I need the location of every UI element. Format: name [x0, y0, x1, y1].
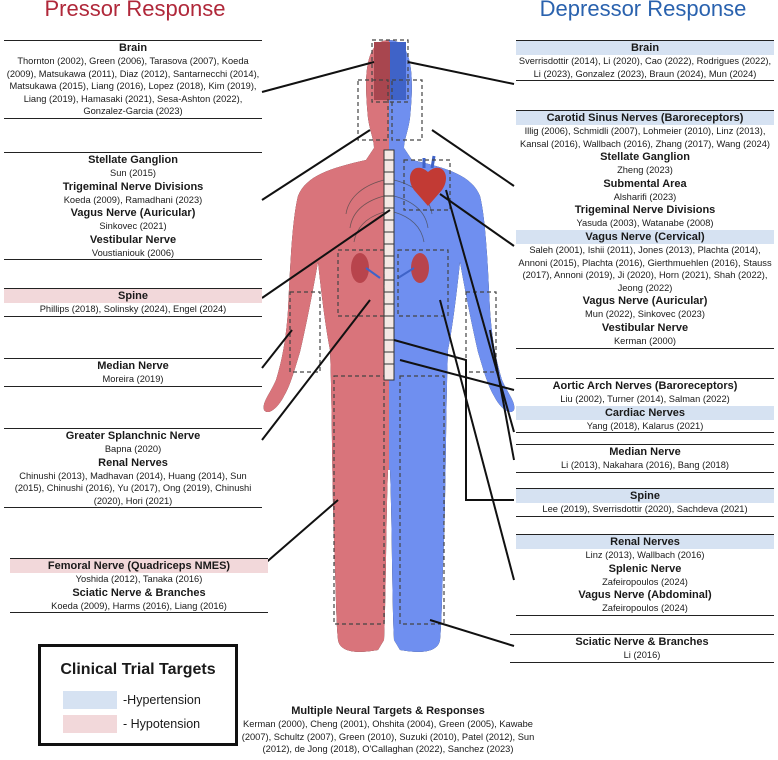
box-citations: Yang (2018), Kalarus (2021) [586, 420, 704, 431]
brain-left [374, 42, 390, 100]
box-title: Trigeminal Nerve Divisions [62, 180, 204, 193]
legend-label-hypertension: -Hypertension [123, 693, 201, 707]
box-citations: Li (2013), Nakahara (2016), Bang (2018) [561, 460, 729, 470]
box-citations: Moreira (2019) [102, 374, 164, 384]
box-spine-pressor: Spine Phillips (2018), Solinsky (2024), … [4, 288, 262, 317]
box-title: Femoral Nerve (Quadriceps NMES) [10, 559, 268, 573]
box-median-pressor: Median Nerve Moreira (2019) [4, 358, 262, 387]
box-citations: Illig (2006), Schmidli (2007), Lohmeier … [520, 126, 770, 149]
box-title: Vestibular Nerve [601, 321, 689, 334]
box-citations: Linz (2013), Wallbach (2016) [585, 550, 705, 560]
box-citations: Thornton (2002), Green (2006), Tarasova … [6, 56, 260, 117]
box-citations: Yasuda (2003), Watanabe (2008) [576, 218, 714, 229]
box-title: Sciatic Nerve & Branches [575, 636, 709, 648]
box-title: Cardiac Nerves [516, 405, 774, 420]
box-citations: Sverrisdottir (2014), Li (2020), Cao (20… [518, 56, 772, 79]
box-carotid-vestibular-depressor: Carotid Sinus Nerves (Baroreceptors) Ill… [516, 110, 774, 349]
box-title: Vagus Nerve (Cervical) [516, 229, 774, 244]
box-femoral-sciatic-pressor: Femoral Nerve (Quadriceps NMES) Yoshida … [10, 558, 268, 614]
box-title: Median Nerve [97, 360, 169, 372]
box-citations: Zheng (2023) [617, 165, 673, 176]
box-citations: Koeda (2009), Ramadhani (2023) [63, 194, 203, 205]
box-median-depressor: Median Nerve Li (2013), Nakahara (2016),… [516, 444, 774, 473]
box-stellate-trigeminal-pressor: Stellate Ganglion Sun (2015) Trigeminal … [4, 152, 262, 261]
legend: Clinical Trial Targets -Hypertension - H… [38, 644, 238, 746]
connector-lines [261, 61, 515, 647]
box-title: Vagus Nerve (Auricular) [70, 207, 196, 220]
kidney-right-icon [397, 253, 429, 283]
box-title: Trigeminal Nerve Divisions [574, 204, 716, 217]
box-aortic-cardiac-depressor: Aortic Arch Nerves (Baroreceptors) Liu (… [516, 378, 774, 434]
box-sciatic-depressor: Sciatic Nerve & Branches Li (2016) [510, 634, 774, 663]
box-citations: Bapna (2020) [104, 444, 162, 454]
box-title: Aortic Arch Nerves (Baroreceptors) [552, 380, 738, 392]
box-title: Stellate Ganglion [88, 154, 178, 166]
box-citations: Zafeiropoulos (2024) [602, 603, 688, 614]
box-citations: Alsharifi (2023) [613, 191, 677, 202]
box-citations: Lee (2019), Sverrisdottir (2020), Sachde… [542, 504, 748, 514]
heart-icon [409, 155, 447, 206]
box-title: Stellate Ganglion [600, 151, 690, 164]
box-multiple-targets: Multiple Neural Targets & Responses Kerm… [230, 704, 546, 756]
box-citations: Zafeiropoulos (2024) [602, 576, 688, 587]
box-citations: Li (2016) [623, 650, 661, 660]
box-title: Brain [118, 42, 148, 54]
box-title: Vagus Nerve (Auricular) [582, 295, 708, 308]
box-title: Submental Area [603, 177, 687, 190]
legend-swatch-hypertension [63, 691, 117, 709]
box-citations: Mun (2022), Sinkovec (2023) [585, 309, 705, 320]
legend-label-hypotension: - Hypotension [123, 717, 201, 731]
box-citations: Sun (2015) [110, 168, 156, 178]
legend-swatch-hypotension [63, 715, 117, 733]
box-title: Spine [4, 289, 262, 303]
legend-title: Clinical Trial Targets [60, 661, 216, 678]
depressor-title: Depressor Response [539, 0, 747, 21]
box-brain-pressor: Brain Thornton (2002), Green (2006), Tar… [4, 40, 262, 119]
box-citations: Koeda (2009), Harms (2016), Liang (2016) [51, 600, 227, 611]
box-title: Brain [516, 41, 774, 55]
box-title: Splenic Nerve [608, 562, 682, 575]
pressor-title: Pressor Response [44, 0, 226, 21]
box-title: Vagus Nerve (Abdominal) [578, 589, 712, 602]
box-title: Renal Nerves [516, 535, 774, 549]
box-citations: Chinushi (2013), Madhavan (2014), Huang … [14, 470, 252, 506]
box-title: Renal Nerves [98, 456, 168, 469]
box-citations: Liu (2002), Turner (2014), Salman (2022) [560, 394, 730, 404]
box-title: Greater Splanchnic Nerve [65, 430, 201, 442]
box-title: Sciatic Nerve & Branches [72, 586, 206, 599]
box-brain-depressor: Brain Sverrisdottir (2014), Li (2020), C… [516, 40, 774, 82]
box-title: Multiple Neural Targets & Responses [291, 705, 485, 717]
box-citations: Yoshida (2012), Tanaka (2016) [75, 574, 203, 584]
box-citations: Sinkovec (2021) [99, 221, 167, 232]
box-citations: Voustianiouk (2006) [91, 247, 175, 258]
box-title: Spine [516, 489, 774, 503]
spine [383, 149, 395, 381]
box-citations: Kerman (2000) [613, 335, 676, 346]
box-title: Carotid Sinus Nerves (Baroreceptors) [516, 111, 774, 125]
box-citations: Kerman (2000), Cheng (2001), Ohshita (20… [241, 719, 535, 755]
box-splanchnic-renal-pressor: Greater Splanchnic Nerve Bapna (2020) Re… [4, 428, 262, 509]
box-spine-depressor: Spine Lee (2019), Sverrisdottir (2020), … [516, 488, 774, 517]
kidney-left-icon [351, 253, 381, 283]
box-citations: Saleh (2001), Ishii (2011), Jones (2013)… [518, 244, 772, 293]
box-renal-splenic-depressor: Renal Nerves Linz (2013), Wallbach (2016… [516, 534, 774, 616]
box-title: Median Nerve [609, 446, 681, 458]
box-citations: Phillips (2018), Solinsky (2024), Engel … [39, 304, 227, 314]
brain-right [390, 42, 406, 100]
target-regions [289, 39, 497, 625]
box-title: Vestibular Nerve [89, 233, 177, 246]
